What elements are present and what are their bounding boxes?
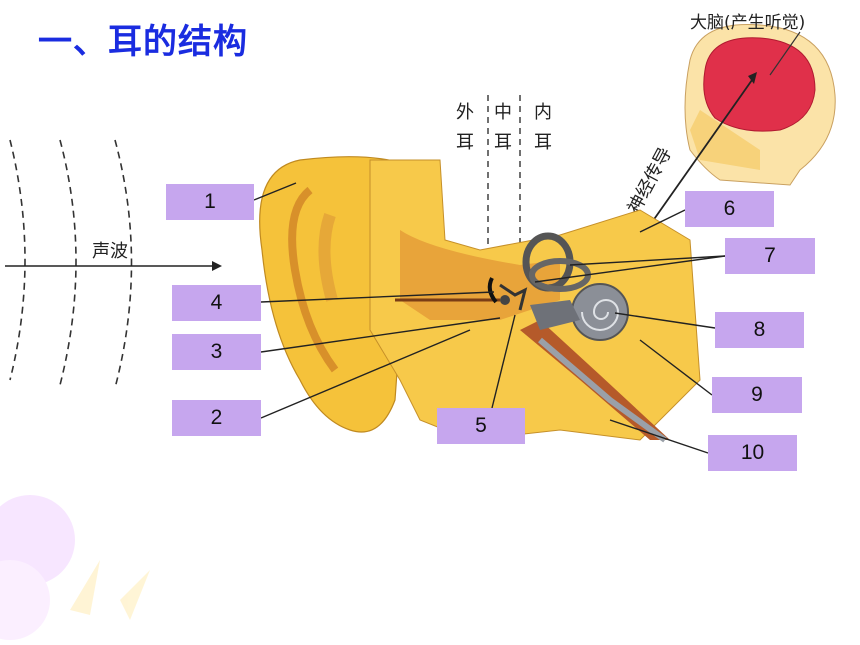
brain-shape xyxy=(703,37,816,132)
callout-5-box: 5 xyxy=(437,408,525,444)
callout-8-box: 8 xyxy=(715,312,804,348)
callout-6-box: 6 xyxy=(685,191,774,227)
sound-arrow-head xyxy=(212,261,222,271)
sound-wave-arcs xyxy=(9,139,133,389)
middle-ear-label-top: 中 xyxy=(494,102,512,123)
page-title: 一、耳的结构 xyxy=(38,22,248,62)
inner-ear-illustration xyxy=(522,232,629,341)
callout-2-box: 2 xyxy=(172,400,261,436)
head-illustration xyxy=(684,23,836,186)
callout-4-box: 4 xyxy=(172,285,261,321)
outer-ear-label-top: 外 xyxy=(456,102,474,123)
callout-9-box: 9 xyxy=(712,377,802,413)
nerve-arrow-head xyxy=(748,72,757,84)
nerve-label: 神经传导 xyxy=(624,144,676,217)
callout-10-box: 10 xyxy=(708,435,797,471)
middle-ear-label-bottom: 耳 xyxy=(494,132,512,153)
callout-3-box: 3 xyxy=(172,334,261,370)
cochlea xyxy=(571,283,629,341)
inner-ear-label-bottom: 耳 xyxy=(534,132,552,153)
ear-canal-region xyxy=(369,159,701,441)
callout-7-box: 7 xyxy=(725,238,815,274)
brain-label: 大脑(产生听觉) xyxy=(690,13,805,33)
decorative-bubbles xyxy=(0,495,150,640)
sound-wave-label: 声波 xyxy=(92,241,128,262)
callout-1-box: 1 xyxy=(166,184,254,220)
callout-leader-lines xyxy=(253,182,726,454)
brain-label-leader xyxy=(769,31,801,76)
nerve-arrow xyxy=(649,79,753,226)
inner-ear-label-top: 内 xyxy=(534,102,552,123)
eustachian-tube xyxy=(520,320,670,443)
middle-ear-ossicles xyxy=(487,277,528,311)
outer-ear-label-bottom: 耳 xyxy=(456,132,474,153)
